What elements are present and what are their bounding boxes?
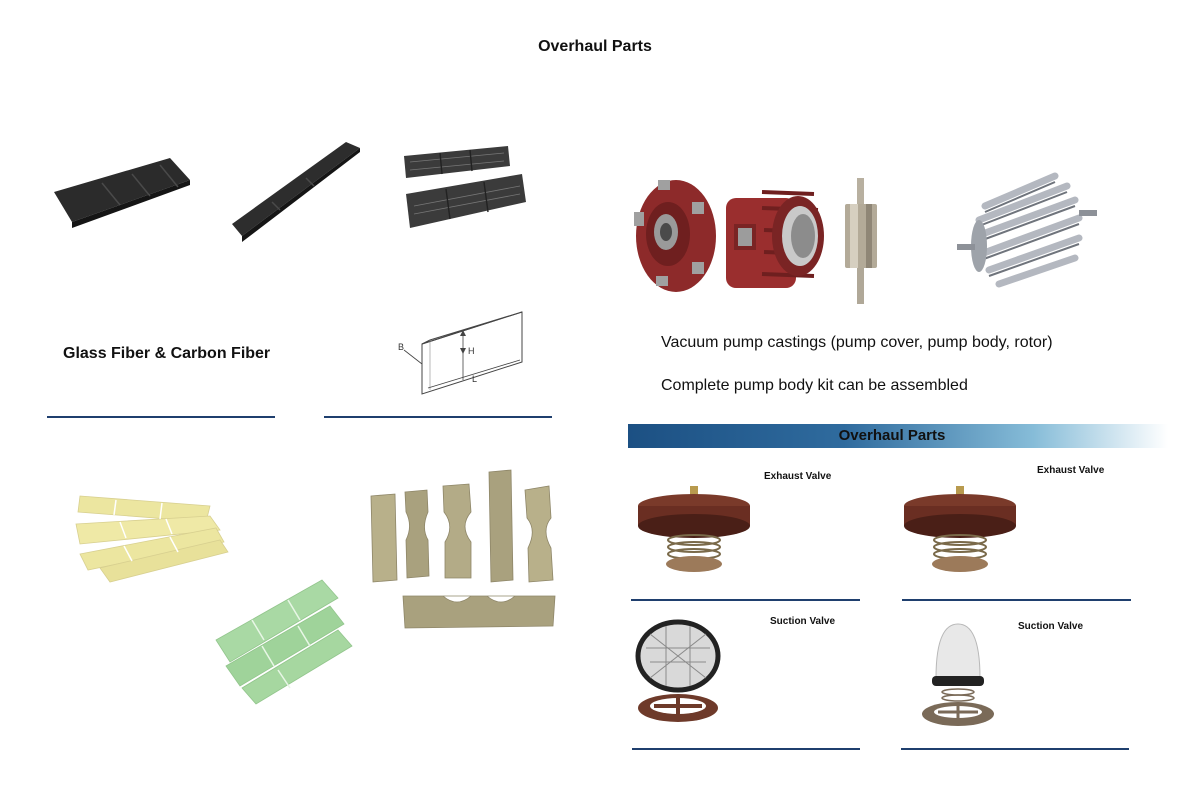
banner-title: Overhaul Parts — [838, 427, 946, 444]
pump-body-casting-image — [726, 190, 824, 288]
diagram-label-l: L — [472, 374, 477, 384]
divider-rule-left-1 — [47, 416, 275, 418]
pump-cover-casting-image — [634, 180, 716, 292]
diagram-label-b: B — [398, 342, 404, 352]
divider-rule-valve-4 — [901, 748, 1129, 750]
glass-fiber-yellow-vanes-image — [75, 495, 229, 583]
suction-valve-image-1 — [635, 619, 721, 722]
carbon-vane-image-1 — [54, 158, 190, 228]
exhaust-valve-image-2 — [904, 486, 1016, 572]
overhaul-parts-banner: Overhaul Parts — [628, 424, 1168, 448]
vane-dimension-diagram: B H L — [398, 311, 523, 395]
composite-vanes-image — [370, 469, 556, 629]
page-title: Overhaul Parts — [538, 38, 652, 55]
diagram-label-h: H — [468, 346, 475, 356]
exhaust-valve-label-1: Exhaust Valve — [764, 471, 832, 482]
castings-description: Vacuum pump castings (pump cover, pump b… — [661, 334, 1053, 351]
pump-kit-description: Complete pump body kit can be assembled — [661, 377, 968, 394]
assembled-pump-rotor-image — [957, 172, 1097, 288]
suction-valve-image-2 — [922, 623, 994, 726]
exhaust-valve-image-1 — [638, 486, 750, 572]
rotor-casting-image — [845, 178, 877, 304]
suction-valve-label-1: Suction Valve — [770, 616, 836, 627]
divider-rule-valve-1 — [631, 599, 860, 601]
glass-fiber-green-vanes-image — [215, 579, 353, 705]
divider-rule-valve-2 — [902, 599, 1131, 601]
divider-rule-left-2 — [324, 416, 552, 418]
suction-valve-label-2: Suction Valve — [1018, 621, 1084, 632]
carbon-grid-vane-image — [404, 146, 526, 228]
divider-rule-valve-3 — [632, 748, 860, 750]
exhaust-valve-label-2: Exhaust Valve — [1037, 465, 1105, 476]
glass-carbon-heading: Glass Fiber & Carbon Fiber — [63, 345, 271, 362]
carbon-vane-image-2 — [232, 142, 360, 242]
